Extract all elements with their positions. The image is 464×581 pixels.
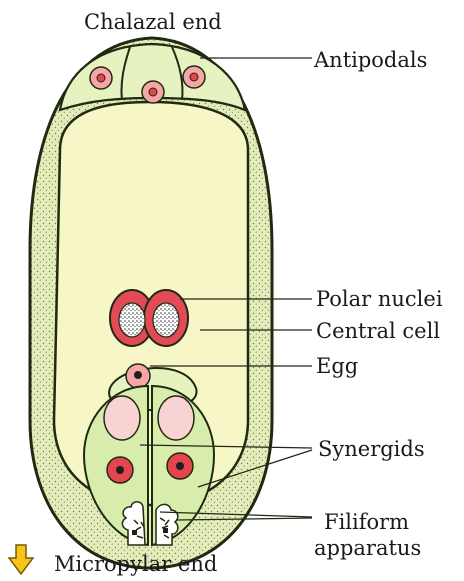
central-cell-label: Central cell (316, 321, 440, 342)
antipodal-cells (60, 44, 245, 110)
down-arrow-icon (9, 545, 33, 574)
antipodal-nucleus (183, 66, 205, 88)
antipodals-label: Antipodals (314, 50, 427, 71)
filiform-label-line1: Filiform (314, 509, 421, 535)
chalazal-end-label: Chalazal end (84, 12, 222, 33)
polar-nuclei-label: Polar nuclei (316, 289, 443, 310)
antipodal-nucleus (142, 81, 164, 103)
filiform-label-line2: apparatus (314, 535, 421, 561)
egg-label: Egg (316, 356, 358, 377)
filiform-apparatus-label: Filiform apparatus (314, 509, 421, 562)
synergids-label: Synergids (318, 439, 425, 460)
antipodal-nucleus (90, 67, 112, 89)
micropylar-end-label: Micropylar end (54, 554, 217, 575)
